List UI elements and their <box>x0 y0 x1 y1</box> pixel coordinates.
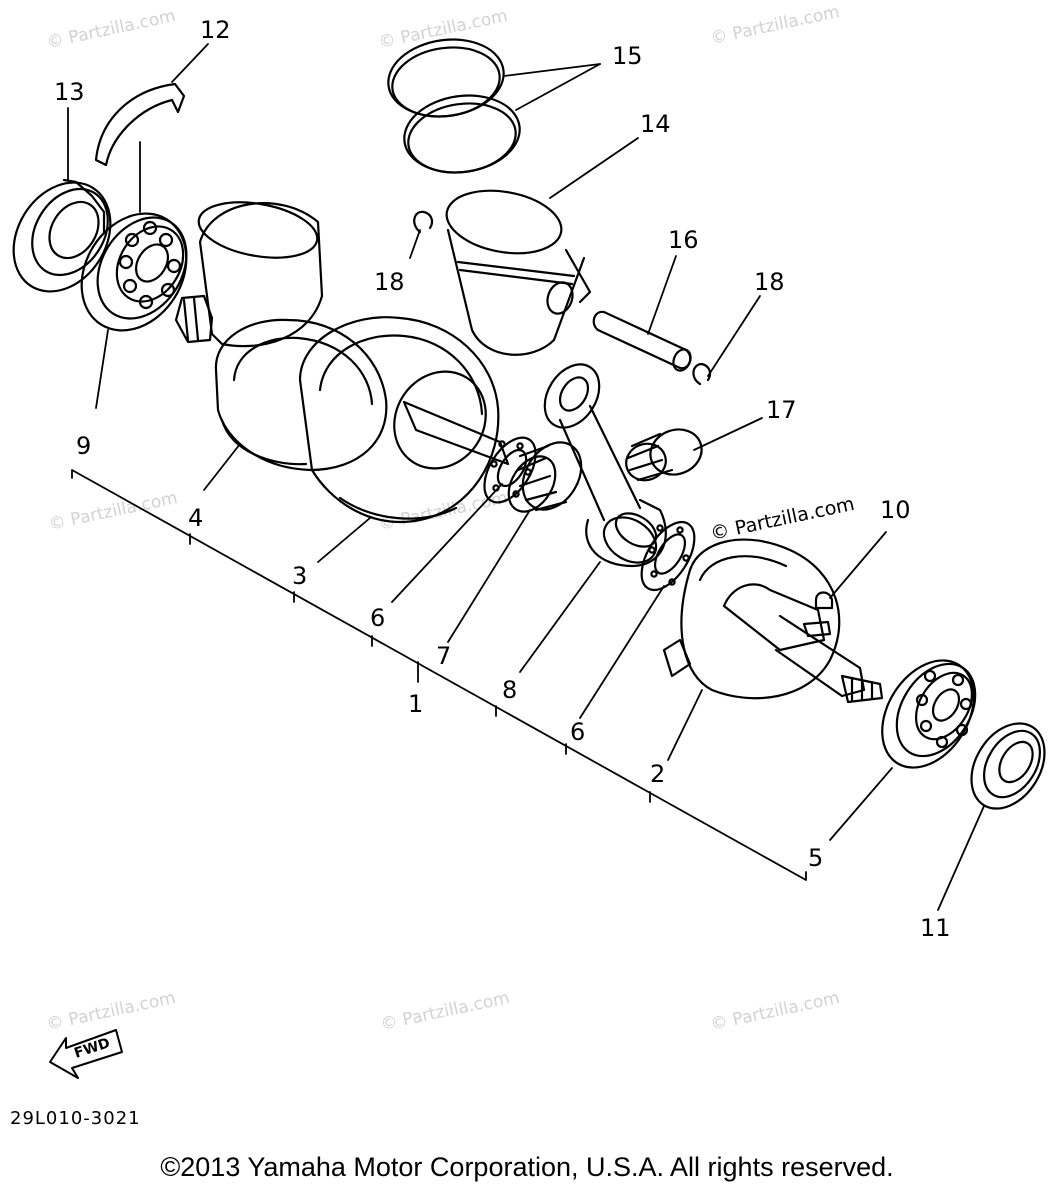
fwd-arrow-icon: FWD <box>49 1029 123 1079</box>
watermark-text: © Partzilla.com <box>45 6 177 53</box>
callout-7: 7 <box>436 642 451 670</box>
callout-12: 12 <box>200 16 231 44</box>
oil-seal-11 <box>970 722 1046 810</box>
watermark-text: © Partzilla.com <box>47 488 179 535</box>
piston-rings-15 <box>387 38 521 174</box>
callout-6-lower: 6 <box>570 718 585 746</box>
callout-3: 3 <box>292 562 307 590</box>
callout-13: 13 <box>54 78 85 106</box>
callout-10: 10 <box>880 496 911 524</box>
watermark-text: © Partzilla.com <box>709 988 841 1035</box>
circlip-18-upper <box>413 210 434 234</box>
callout-14: 14 <box>640 110 671 138</box>
watermark-text: © Partzilla.com <box>379 988 511 1035</box>
callout-labels: 1 2 3 4 5 6 6 7 8 9 10 11 12 13 14 15 16… <box>54 16 951 942</box>
watermarks: © Partzilla.com © Partzilla.com © Partzi… <box>45 2 857 1035</box>
crankshaft-right-2 <box>662 538 884 704</box>
circlip-12 <box>94 82 186 167</box>
watermark-text: © Partzilla.com <box>709 2 841 49</box>
needle-bearing-17 <box>625 428 703 482</box>
crankshaft-left-assembly <box>174 201 510 523</box>
woodruff-key-10 <box>814 591 834 610</box>
callout-1: 1 <box>408 690 423 718</box>
assembly-bracket-1 <box>71 469 807 881</box>
callout-9: 9 <box>76 432 91 460</box>
diagram-code: 29L010-3021 <box>10 1108 141 1129</box>
callout-16: 16 <box>668 226 699 254</box>
callout-8: 8 <box>502 676 517 704</box>
callout-4: 4 <box>188 504 203 532</box>
watermark-text: © Partzilla.com <box>45 988 177 1035</box>
callout-18-upper: 18 <box>374 268 405 296</box>
oil-seal-13 <box>12 178 112 293</box>
thrust-washer-6b <box>640 520 696 592</box>
bearing-5 <box>881 659 977 769</box>
leader-lines <box>67 43 985 911</box>
piston-pin-16 <box>592 310 692 372</box>
callout-5: 5 <box>808 844 823 872</box>
watermark-text-dark: © Partzilla.com <box>708 493 856 545</box>
callout-15: 15 <box>612 42 643 70</box>
watermark-text: © Partzilla.com <box>377 6 509 53</box>
piston-14 <box>445 189 592 356</box>
copyright-notice: ©2013 Yamaha Motor Corporation, U.S.A. A… <box>160 1152 894 1182</box>
bearing-9 <box>80 212 188 332</box>
callout-17: 17 <box>766 396 797 424</box>
callout-6-upper: 6 <box>370 604 385 632</box>
needle-bearing-7 <box>507 441 583 513</box>
callout-18-lower: 18 <box>754 268 785 296</box>
circlip-18-lower <box>692 362 712 386</box>
callout-11: 11 <box>920 914 951 942</box>
callout-2: 2 <box>650 760 665 788</box>
connecting-rod-8 <box>543 363 667 568</box>
